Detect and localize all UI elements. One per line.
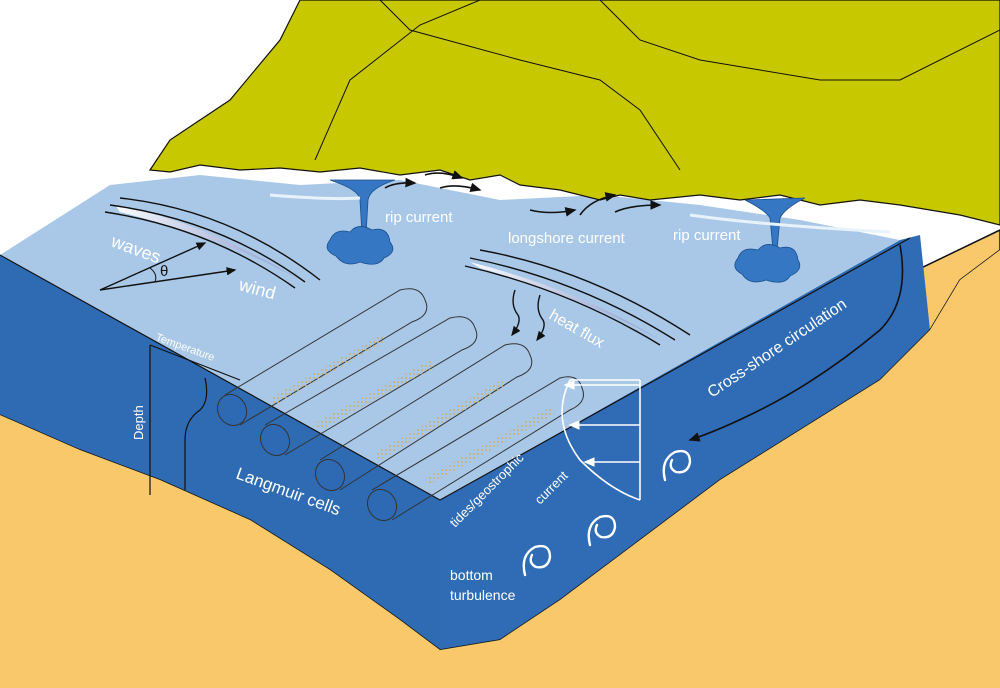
water-side-face [440,235,930,650]
rip-current-left-blob [326,226,394,265]
land-ridge-2 [379,0,681,171]
label-depth: Depth [131,405,146,440]
wave-crest-left-shadow [115,205,300,280]
label-longshore-current: longshore current [508,230,626,247]
water-surface [0,175,900,500]
langmuir-cell-4 [366,376,584,522]
label-rip-current-left: rip current [385,209,453,226]
land [148,0,1000,226]
wave-wind-vectors [99,242,237,291]
swirl-icon [522,544,552,577]
langmuir-cell-3 [314,343,533,492]
langmuir-cell-2 [259,316,478,457]
label-bottom: bottom [450,567,493,583]
theta-arc [149,267,157,283]
current-profile [561,379,641,501]
swirl-icon [587,514,617,547]
label-theta: θ [160,263,168,280]
swash-left [269,193,361,201]
longshore-arrows [384,170,662,217]
heat-flux-arrows [511,289,546,342]
wave-crest-right-shadow [470,262,660,340]
langmuir-cell-1 [216,288,428,427]
rip-current-right-blob [734,244,801,283]
swirl-icon [662,449,692,482]
cross-shore-arrow [688,244,904,442]
swash-right [689,213,891,234]
waves-right [464,249,691,346]
temperature-profile [149,344,241,495]
label-turbulence: turbulence [450,587,516,603]
turbulence-swirls [522,449,692,577]
label-rip-current-right: rip current [673,227,741,244]
land-ridge-1 [314,0,481,161]
land-ridge-3 [599,0,1000,81]
langmuir-cells [216,288,584,522]
waves-left [104,197,321,289]
